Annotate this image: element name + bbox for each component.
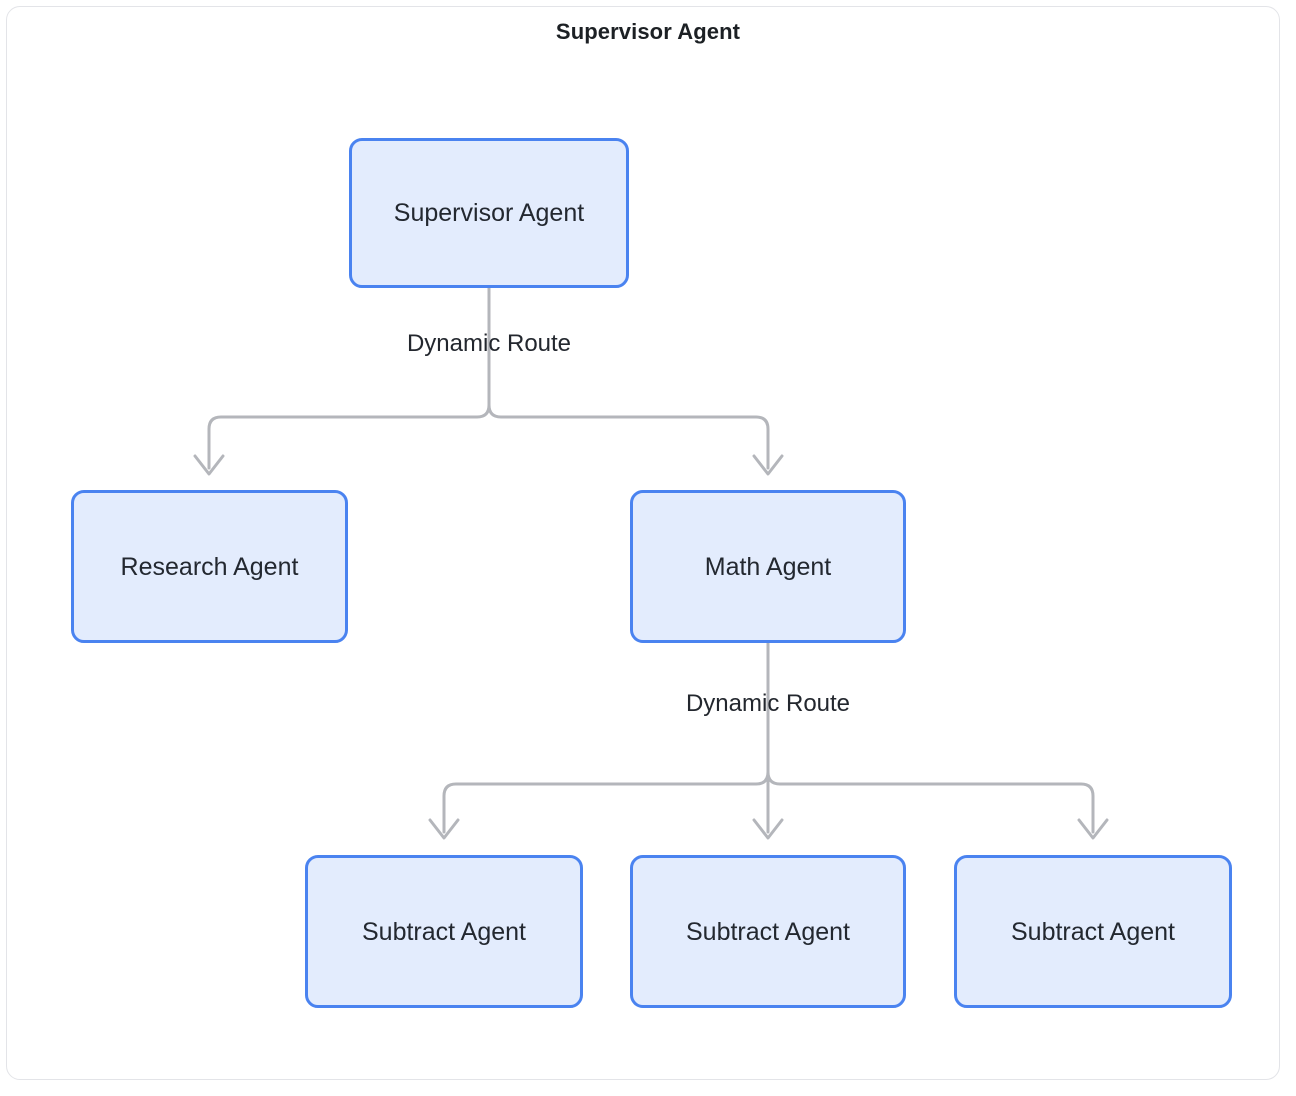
node-research-agent[interactable]: Research Agent bbox=[71, 490, 348, 643]
edge-math-to-subtract1 bbox=[442, 770, 770, 834]
page-title: Supervisor Agent bbox=[555, 19, 741, 44]
edge-supervisor-to-research bbox=[207, 403, 491, 470]
node-supervisor-agent[interactable]: Supervisor Agent bbox=[349, 138, 629, 288]
edge-label-dynamic-route-1: Dynamic Route bbox=[406, 330, 572, 357]
arrowhead-research bbox=[193, 454, 225, 476]
arrowhead-subtract1 bbox=[428, 818, 460, 840]
node-label-math-agent: Math Agent bbox=[704, 552, 832, 581]
node-label-subtract-agent-1: Subtract Agent bbox=[361, 917, 526, 946]
edge-label-dynamic-route-2: Dynamic Route bbox=[685, 690, 851, 717]
edge-supervisor-to-math bbox=[487, 403, 770, 470]
node-label-subtract-agent-3: Subtract Agent bbox=[1010, 917, 1175, 946]
arrowhead-subtract3 bbox=[1077, 818, 1109, 840]
node-subtract-agent-3[interactable]: Subtract Agent bbox=[954, 855, 1232, 1008]
arrowhead-subtract2 bbox=[752, 818, 784, 840]
node-subtract-agent-1[interactable]: Subtract Agent bbox=[305, 855, 583, 1008]
edge-math-to-subtract3 bbox=[766, 770, 1095, 834]
node-label-research-agent: Research Agent bbox=[120, 552, 299, 581]
arrowhead-math bbox=[752, 454, 784, 476]
node-subtract-agent-2[interactable]: Subtract Agent bbox=[630, 855, 906, 1008]
node-math-agent[interactable]: Math Agent bbox=[630, 490, 906, 643]
node-label-subtract-agent-2: Subtract Agent bbox=[685, 917, 850, 946]
node-label-supervisor-agent: Supervisor Agent bbox=[393, 199, 585, 227]
